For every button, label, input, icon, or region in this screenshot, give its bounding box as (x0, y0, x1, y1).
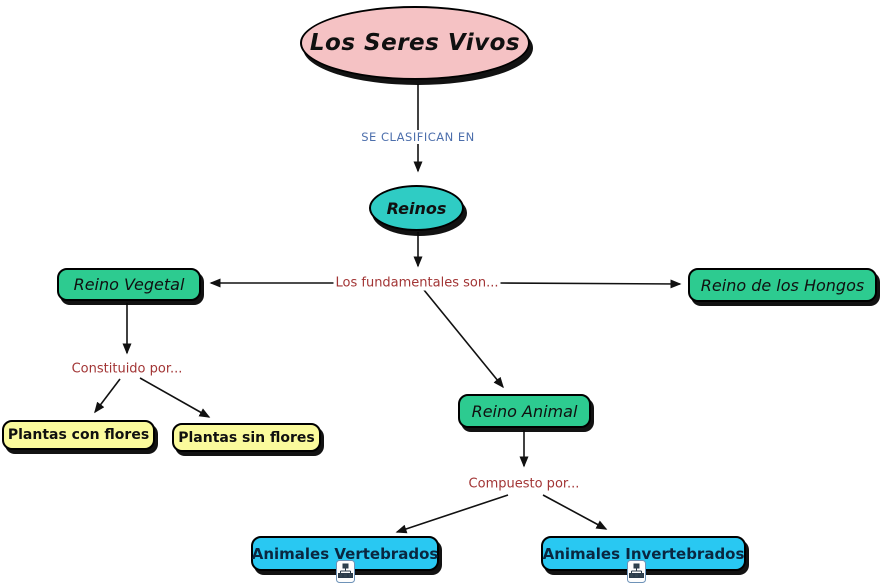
edge-label-sinflores (139, 377, 211, 418)
node-label: Plantas sin flores (178, 429, 315, 446)
link-phrase-compuesto-por[interactable]: Compuesto por... (466, 476, 582, 492)
link-phrase-los-fundamentales-son[interactable]: Los fundamentales son... (333, 275, 501, 291)
node-label: Reinos (386, 198, 447, 218)
edge-label-hongos (498, 279, 682, 289)
node-label: Los Seres Vivos (309, 30, 521, 56)
node-label: Reino Vegetal (73, 275, 185, 294)
node-label: Plantas con flores (7, 427, 150, 443)
node-label: Animales Vertebrados (251, 544, 439, 563)
node-reino-de-los-hongos[interactable]: Reino de los Hongos (688, 268, 877, 302)
edge-label-invertebrados (542, 494, 608, 530)
node-plantas-sin-flores[interactable]: Plantas sin flores (172, 423, 321, 452)
node-label: Animales Invertebrados (542, 544, 745, 563)
node-reinos[interactable]: Reinos (369, 185, 464, 231)
link-phrase-se-clasifican-en[interactable]: SE CLASIFICAN EN (359, 130, 477, 144)
submap-link-icon[interactable] (336, 560, 355, 583)
node-reino-vegetal[interactable]: Reino Vegetal (57, 268, 201, 301)
node-reino-animal[interactable]: Reino Animal (458, 394, 591, 428)
node-plantas-con-flores[interactable]: Plantas con flores (2, 420, 155, 450)
node-label: Reino Animal (471, 401, 578, 421)
node-label: Reino de los Hongos (700, 275, 865, 295)
node-los-seres-vivos[interactable]: Los Seres Vivos (300, 6, 530, 80)
submap-link-icon[interactable] (627, 560, 646, 583)
edge-label-vertebrados (395, 494, 509, 534)
edge-label-conflores (94, 378, 121, 414)
edge-label-animal (423, 289, 504, 389)
link-phrase-constituido-por[interactable]: Constituido por... (69, 361, 185, 377)
